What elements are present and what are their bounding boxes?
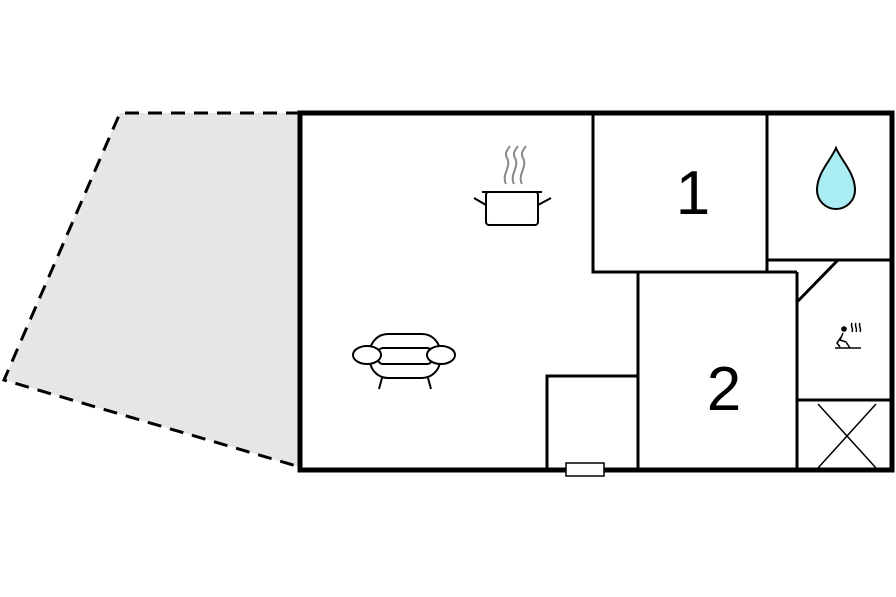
terrace-area [4,113,300,467]
sauna-icon [835,322,862,349]
interior-walls [545,113,892,470]
cooking-pot-icon [473,145,552,226]
bedroom-2-label: 2 [707,355,741,424]
storage-cross-icon [817,403,877,469]
terrace-outline [1,111,301,469]
armchair-icon [352,333,456,390]
outer-walls [297,110,895,473]
water-drop-icon [815,145,857,210]
bedroom-1-label: 1 [676,159,710,228]
door-icon [565,462,605,477]
